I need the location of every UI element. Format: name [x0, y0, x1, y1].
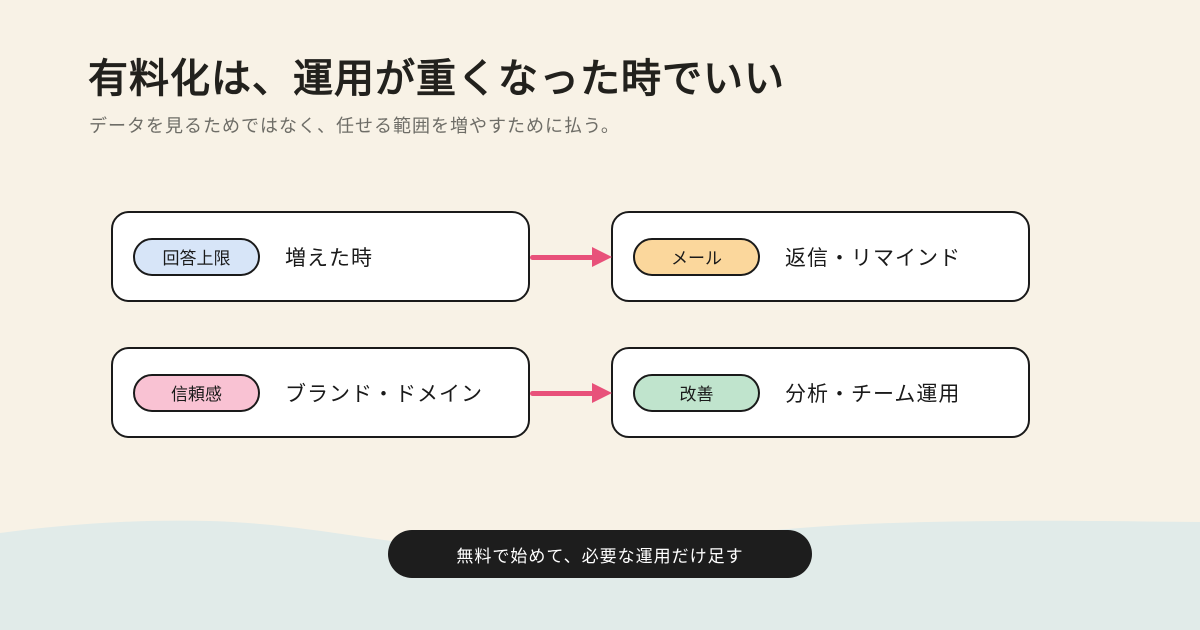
badge-mail: メール [633, 237, 760, 276]
card-label: ブランド・ドメイン [285, 382, 483, 406]
badge-improvement: 改善 [633, 373, 760, 412]
arrow-line [530, 254, 594, 260]
card-improvement: 改善 分析・チーム運用 [611, 347, 1030, 438]
card-label: 増えた時 [285, 246, 373, 270]
badge-response-limit: 回答上限 [133, 237, 260, 276]
card-mail: メール 返信・リマインド [611, 211, 1030, 302]
page-title: 有料化は、運用が重くなった時でいい [88, 57, 785, 101]
page-subtitle: データを見るためではなく、任せる範囲を増やすために払う。 [89, 116, 620, 136]
arrow-head-icon [592, 247, 612, 267]
flow-arrow-bottom [530, 383, 612, 403]
card-trust: 信頼感 ブランド・ドメイン [111, 347, 530, 438]
card-label: 返信・リマインド [785, 246, 961, 270]
badge-trust: 信頼感 [133, 373, 260, 412]
cta-button[interactable]: 無料で始めて、必要な運用だけ足す [388, 530, 812, 578]
arrow-line [530, 390, 594, 396]
flow-arrow-top [530, 247, 612, 267]
card-label: 分析・チーム運用 [785, 382, 961, 406]
card-response-limit: 回答上限 増えた時 [111, 211, 530, 302]
arrow-head-icon [592, 383, 612, 403]
